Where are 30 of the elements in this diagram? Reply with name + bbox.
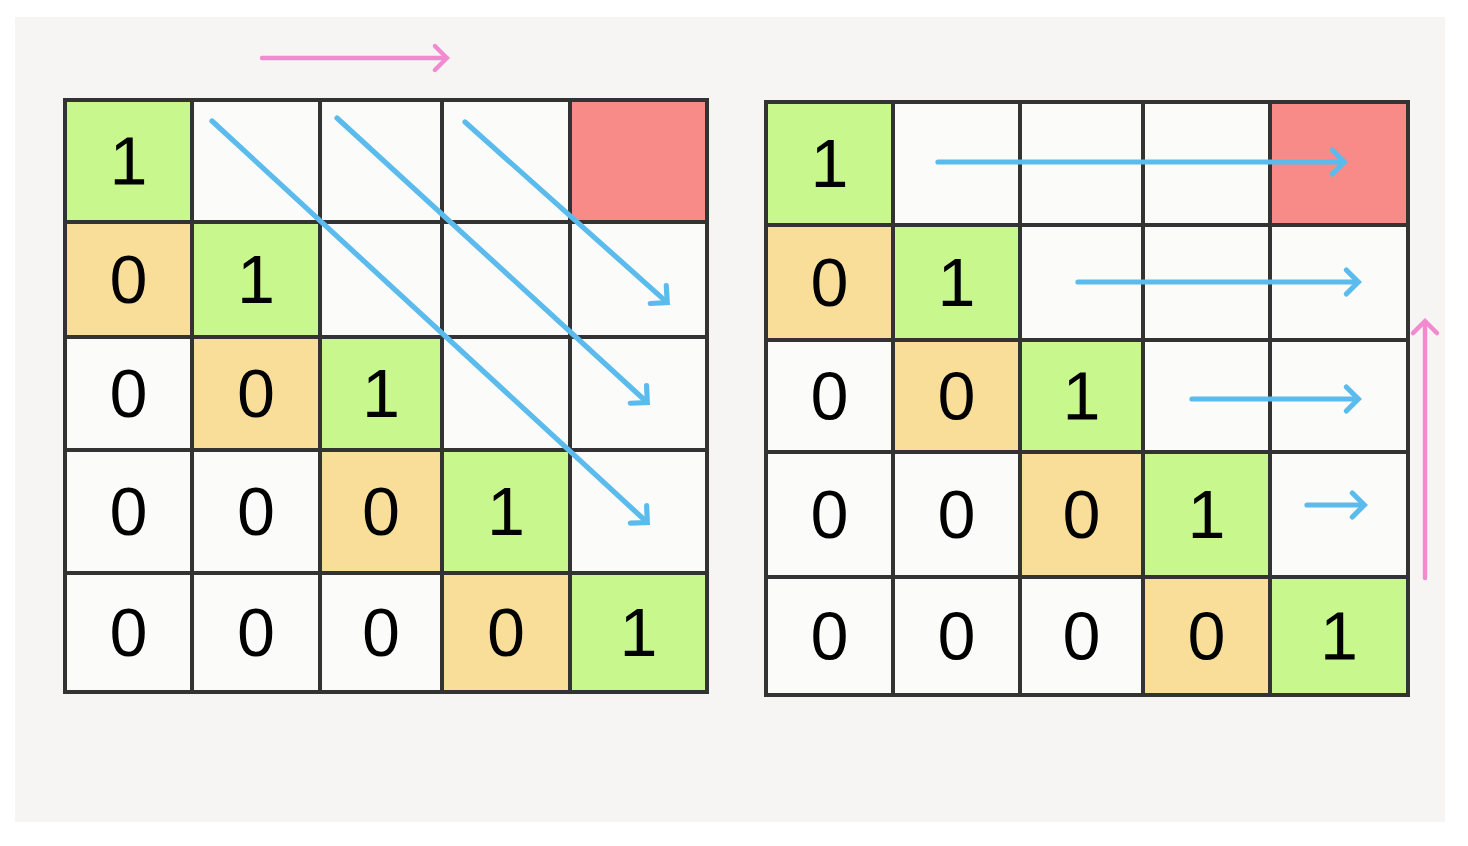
table-cell: 0	[190, 335, 322, 452]
table-cell: 1	[318, 335, 444, 452]
table-cell: 1	[190, 220, 322, 339]
table-cell: 1	[764, 100, 895, 227]
table-cell: 0	[63, 335, 194, 452]
table-cell: 0	[63, 448, 194, 575]
table-cell: 1	[891, 223, 1022, 342]
table-cell: 0	[891, 450, 1022, 579]
table-cell: 1	[440, 448, 572, 575]
table-cell: 0	[1141, 575, 1272, 697]
table-cell: 0	[764, 338, 895, 454]
table-cell: 1	[1141, 450, 1272, 579]
table-cell: 0	[891, 575, 1022, 697]
table-cell: 0	[764, 223, 895, 342]
table-cell: 1	[63, 98, 194, 224]
table-cell: 0	[764, 450, 895, 579]
table-cell: 0	[190, 448, 322, 575]
table-cell: 0	[190, 571, 322, 694]
table-cell: 0	[764, 575, 895, 697]
table-cell: 1	[1018, 338, 1145, 454]
table-cell: 1	[1268, 575, 1410, 697]
table-cell: 0	[318, 448, 444, 575]
table-cell: 0	[1018, 575, 1145, 697]
table-cell: 0	[63, 571, 194, 694]
table-cell: 0	[440, 571, 572, 694]
table-cell: 0	[63, 220, 194, 339]
table-cell: 0	[891, 338, 1022, 454]
table-cell: 1	[568, 571, 709, 694]
table-cell: 0	[1018, 450, 1145, 579]
table-cell: 0	[318, 571, 444, 694]
